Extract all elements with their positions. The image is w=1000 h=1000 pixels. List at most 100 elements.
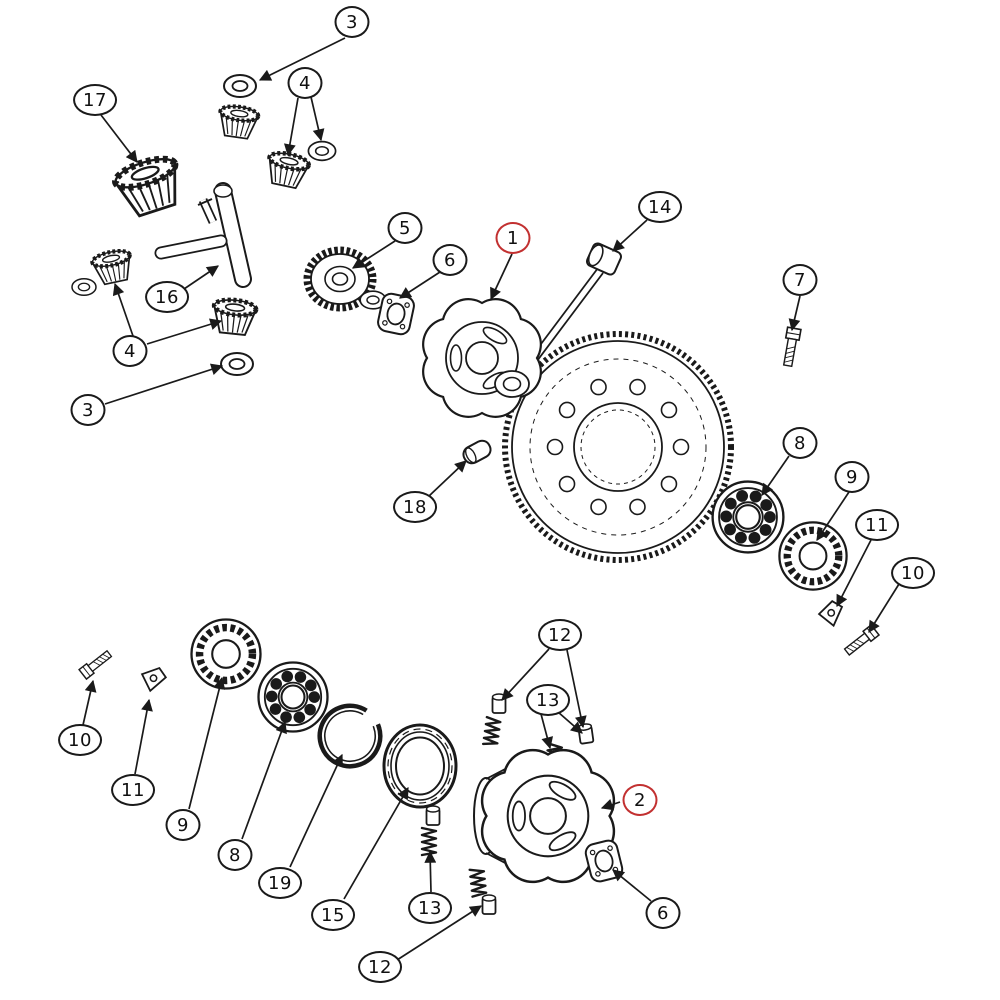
gasket-6-bottom (582, 837, 626, 885)
callout-2-highlighted: 2 (622, 784, 658, 816)
callout-label: 2 (634, 789, 646, 811)
callout-label: 4 (299, 72, 311, 94)
cross-shaft-pin (197, 198, 218, 224)
leader-line (600, 798, 621, 811)
callout-label: 10 (68, 729, 92, 751)
callout-label: 18 (403, 496, 427, 518)
callout-label: 9 (177, 814, 189, 836)
bevel-gear-4b (91, 248, 134, 286)
bevel-gear-4c (211, 298, 256, 336)
leader-line (258, 37, 346, 81)
callout-10-left: 10 (58, 724, 102, 756)
bearing-8-right (713, 482, 784, 553)
callout-label: 12 (368, 956, 392, 978)
callout-6-upper: 6 (432, 244, 468, 276)
leader-lines (82, 37, 900, 961)
callout-label: 6 (657, 902, 669, 924)
callout-label: 8 (794, 432, 806, 454)
bolt-7 (780, 326, 802, 368)
spline-coupling-9-left (192, 620, 261, 689)
callout-label: 13 (418, 897, 442, 919)
pinion-shaft-16 (154, 182, 252, 288)
leader-line (82, 679, 97, 726)
callout-3-left: 3 (70, 394, 106, 426)
callout-label: 10 (901, 562, 925, 584)
leader-line (428, 460, 467, 497)
callout-label: 4 (124, 340, 136, 362)
callout-label: 11 (865, 514, 889, 536)
callout-label: 1 (507, 227, 519, 249)
washer-4b (71, 278, 97, 296)
callout-6-lower: 6 (645, 897, 681, 929)
spring-13-c (420, 826, 438, 857)
plunger-12-d (481, 894, 497, 915)
callout-label: 9 (846, 466, 858, 488)
bevel-gear-4a (264, 150, 310, 190)
callout-label: 13 (536, 689, 560, 711)
washer-3-top (223, 74, 257, 98)
callout-4-lower: 4 (112, 335, 148, 367)
spring-13-a (481, 715, 502, 748)
spring-13-d (468, 867, 488, 898)
callout-8-left: 8 (217, 839, 253, 871)
callout-16: 16 (145, 281, 189, 313)
lock-bracket-11-left (138, 664, 169, 695)
leader-line (761, 455, 790, 496)
callout-5: 5 (387, 212, 423, 244)
bolt-10-left (78, 648, 114, 680)
leader-line (868, 583, 900, 634)
callout-label: 3 (346, 11, 358, 33)
washer-4a (307, 140, 337, 162)
bearing-8-left (259, 663, 328, 732)
leader-line (490, 253, 513, 301)
callout-18: 18 (393, 491, 437, 523)
leader-line (396, 905, 483, 961)
callout-13-upper: 13 (526, 684, 570, 716)
callout-label: 19 (268, 872, 292, 894)
callout-label: 7 (794, 269, 806, 291)
wear-ring-15 (382, 723, 458, 809)
leader-line (146, 318, 223, 345)
leader-line (183, 265, 219, 290)
leader-line (612, 869, 652, 902)
gasket-6-top (375, 291, 417, 337)
callout-label: 3 (82, 399, 94, 421)
callout-label: 14 (648, 196, 672, 218)
plunger-12-a (491, 693, 507, 714)
callout-label: 6 (444, 249, 456, 271)
bevel-gear-top (217, 104, 259, 139)
leader-line (134, 698, 153, 775)
leader-line (241, 720, 287, 840)
dowel-pin-18 (462, 439, 492, 465)
leader-line (104, 363, 224, 405)
callout-14: 14 (638, 191, 682, 223)
spline-coupling-9-right (779, 522, 846, 589)
callout-4-upper: 4 (287, 67, 323, 99)
leader-line (351, 240, 396, 269)
leader-line (816, 491, 850, 541)
bolt-10-right (842, 624, 880, 658)
lock-bracket-11-right (815, 598, 848, 630)
leader-line (501, 648, 550, 701)
carrier-housing-2 (473, 748, 616, 884)
differential-case-1 (422, 298, 542, 418)
callout-8-right: 8 (782, 427, 818, 459)
callout-11-left: 11 (111, 774, 155, 806)
callout-label: 11 (121, 779, 145, 801)
leader-line (343, 786, 409, 900)
leader-line (283, 97, 299, 157)
callout-1-highlighted: 1 (495, 222, 531, 254)
leader-line (112, 282, 134, 337)
leader-line (188, 676, 226, 810)
callout-9-right: 9 (834, 461, 870, 493)
ring-gear (502, 331, 734, 563)
callout-12-lower: 12 (358, 951, 402, 983)
callout-label: 17 (83, 89, 107, 111)
leader-line (566, 649, 587, 729)
callout-label: 5 (399, 217, 411, 239)
leader-line (612, 219, 648, 252)
callout-15: 15 (311, 899, 355, 931)
callout-17: 17 (73, 84, 117, 116)
